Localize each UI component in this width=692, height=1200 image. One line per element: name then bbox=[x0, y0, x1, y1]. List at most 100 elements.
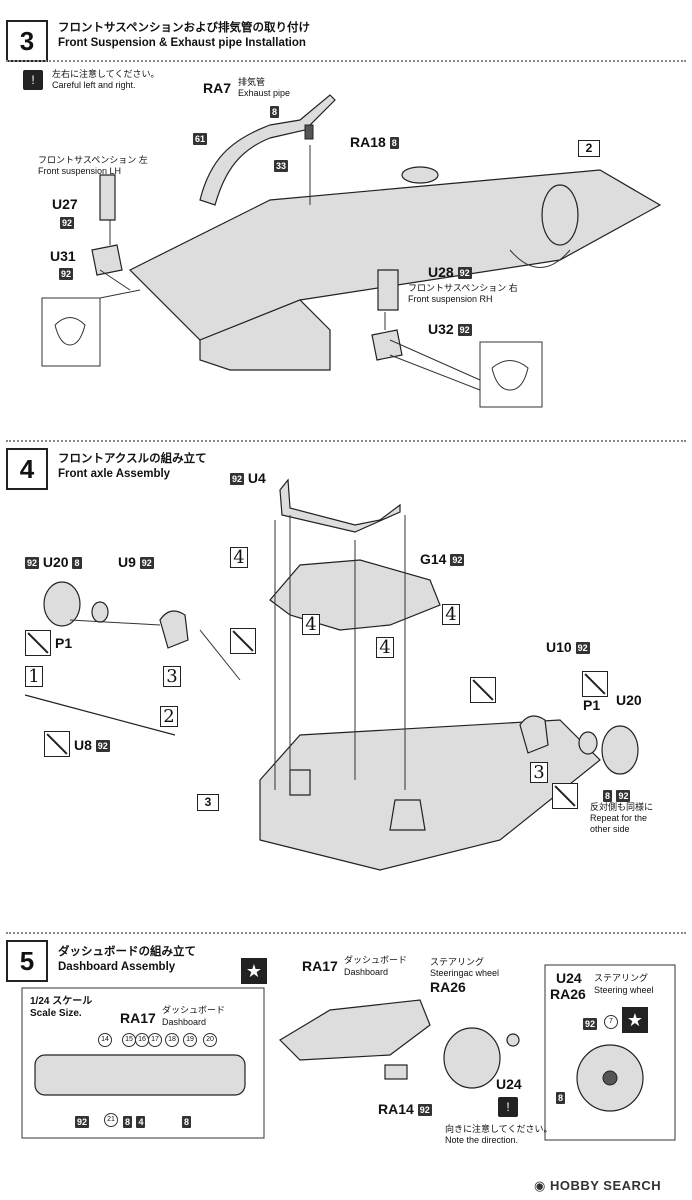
part-p1-right: P1 bbox=[583, 697, 601, 713]
color-code-u27: 92 bbox=[60, 216, 75, 229]
part-u27: U27 bbox=[52, 196, 78, 212]
decal-17: 17 bbox=[148, 1033, 162, 1047]
step-number-box: 5 bbox=[6, 940, 48, 982]
part-ra18: RA18 8 bbox=[350, 134, 399, 150]
decal-21: 21 bbox=[104, 1113, 118, 1127]
decal-18: 18 bbox=[165, 1033, 179, 1047]
color-code-8: 8 bbox=[270, 105, 280, 118]
step-title: フロントアクスルの組み立て Front axle Assembly bbox=[58, 452, 207, 482]
step-title-en: Front axle Assembly bbox=[58, 468, 171, 480]
ra17-jp: ダッシュボード bbox=[344, 955, 408, 965]
ra7-en: Exhaust pipe bbox=[238, 88, 291, 98]
part-ra14: RA14 92 bbox=[378, 1101, 432, 1117]
star-icon: ★ bbox=[622, 1007, 648, 1033]
box-color-8: 8 bbox=[556, 1091, 566, 1104]
part-ra17: RA17 bbox=[302, 958, 338, 974]
step-divider bbox=[6, 440, 686, 442]
part-u10: U10 92 bbox=[546, 639, 590, 655]
ra26-jp: ステアリング bbox=[430, 957, 485, 967]
color-code-92: 92 bbox=[75, 1115, 90, 1128]
color-code-8-4: 8 4 bbox=[123, 1115, 146, 1128]
part-u32: U32 92 bbox=[428, 321, 472, 337]
step-title: フロントサスペンションおよび排気管の取り付け Front Suspension … bbox=[58, 21, 310, 51]
step-title-jp: ダッシュボードの組み立て bbox=[58, 946, 196, 958]
box-steering-en: Steering wheel bbox=[594, 985, 654, 995]
step-number-box: 4 bbox=[6, 448, 48, 490]
no-glue-icon bbox=[230, 628, 256, 654]
lh-label-jp: フロントサスペンション 左 bbox=[38, 155, 148, 165]
star-icon: ★ bbox=[241, 958, 267, 984]
rh-label-jp: フロントサスペンション 右 bbox=[408, 283, 518, 293]
sub-assembly-2: 2 bbox=[160, 706, 178, 727]
color-code-u31: 92 bbox=[59, 267, 74, 280]
decal-16: 16 bbox=[135, 1033, 149, 1047]
part-u4: 92 U4 bbox=[230, 470, 266, 486]
sub-assembly-4: 4 bbox=[376, 637, 394, 658]
ra17-en: Dashboard bbox=[344, 967, 389, 977]
decal-14: 14 bbox=[98, 1033, 112, 1047]
logo-text: HOBBY SEARCH bbox=[549, 1178, 662, 1193]
color-code-8b: 8 bbox=[182, 1115, 192, 1128]
sub-assembly-1: 1 bbox=[25, 666, 43, 687]
sub-assembly-3: 3 bbox=[163, 666, 181, 687]
ra17-scale-jp: ダッシュボード bbox=[162, 1005, 226, 1015]
box-color-92: 92 bbox=[583, 1017, 598, 1030]
logo-icon: ◉ bbox=[534, 1178, 550, 1193]
caution-note-jp: 左右に注意してください。 bbox=[52, 69, 160, 79]
scale-label-en: Scale Size. bbox=[30, 1008, 82, 1019]
no-glue-icon bbox=[25, 630, 51, 656]
repeat-note-en-2: other side bbox=[590, 824, 630, 834]
part-u20: 92 U20 8 bbox=[25, 554, 82, 570]
step-title-jp: フロントサスペンションおよび排気管の取り付け bbox=[58, 22, 310, 34]
sub-assembly-4: 4 bbox=[302, 614, 320, 635]
part-u8: U8 92 bbox=[74, 737, 110, 753]
part-ra26: RA26 bbox=[430, 979, 466, 995]
part-p1: P1 bbox=[55, 635, 73, 651]
color-code-33: 33 bbox=[274, 159, 289, 172]
step-title-en: Front Suspension & Exhaust pipe Installa… bbox=[58, 37, 306, 49]
caution-icon: ! bbox=[23, 70, 43, 90]
ra7-jp: 排気管 bbox=[238, 77, 266, 87]
part-u24: U24 bbox=[496, 1076, 522, 1092]
repeat-note-jp: 反対側も同様に bbox=[590, 802, 654, 812]
sub-assembly-4: 4 bbox=[442, 604, 460, 625]
lh-label-en: Front suspension LH bbox=[38, 166, 122, 176]
step-divider bbox=[6, 932, 686, 934]
ref-step-2: 2 bbox=[578, 140, 600, 157]
step-title: ダッシュボードの組み立て Dashboard Assembly bbox=[58, 945, 196, 975]
caution-note-en: Careful left and right. bbox=[52, 80, 136, 90]
hobby-search-logo: ◉ HOBBY SEARCH bbox=[534, 1178, 661, 1194]
decal-15: 15 bbox=[122, 1033, 136, 1047]
part-u28: U28 92 bbox=[428, 264, 472, 280]
sub-assembly-4: 4 bbox=[230, 547, 248, 568]
decal-19: 19 bbox=[183, 1033, 197, 1047]
direction-note-jp: 向きに注意してください。 bbox=[445, 1124, 553, 1134]
part-ra17-scale: RA17 bbox=[120, 1010, 156, 1026]
part-ra7: RA7 bbox=[203, 80, 232, 96]
no-glue-icon bbox=[470, 677, 496, 703]
sub-assembly-3: 3 bbox=[530, 762, 548, 783]
color-code-61: 61 bbox=[193, 132, 208, 145]
part-u9: U9 92 bbox=[118, 554, 154, 570]
part-u31: U31 bbox=[50, 248, 76, 264]
part-u20-right: U20 bbox=[616, 692, 642, 708]
decal-20: 20 bbox=[203, 1033, 217, 1047]
ra17-scale-en: Dashboard bbox=[162, 1017, 207, 1027]
no-glue-icon bbox=[44, 731, 70, 757]
ref-step-3: 3 bbox=[197, 794, 219, 811]
part-g14: G14 92 bbox=[420, 551, 465, 567]
no-glue-icon bbox=[552, 783, 578, 809]
color-codes-right: 8 92 bbox=[603, 789, 631, 802]
box-part-ra26: RA26 bbox=[550, 986, 586, 1002]
ra26-en: Steeringac wheel bbox=[430, 968, 500, 978]
repeat-note-en-1: Repeat for the bbox=[590, 813, 648, 823]
rh-label-en: Front suspension RH bbox=[408, 294, 493, 304]
scale-label-jp: 1/24 スケール bbox=[30, 996, 93, 1007]
step-title-jp: フロントアクスルの組み立て bbox=[58, 453, 207, 465]
step-divider bbox=[6, 60, 686, 62]
step-number: 5 bbox=[19, 946, 35, 976]
step-number: 3 bbox=[19, 26, 35, 56]
box-part-u24: U24 bbox=[556, 970, 582, 986]
caution-icon: ! bbox=[498, 1097, 518, 1117]
